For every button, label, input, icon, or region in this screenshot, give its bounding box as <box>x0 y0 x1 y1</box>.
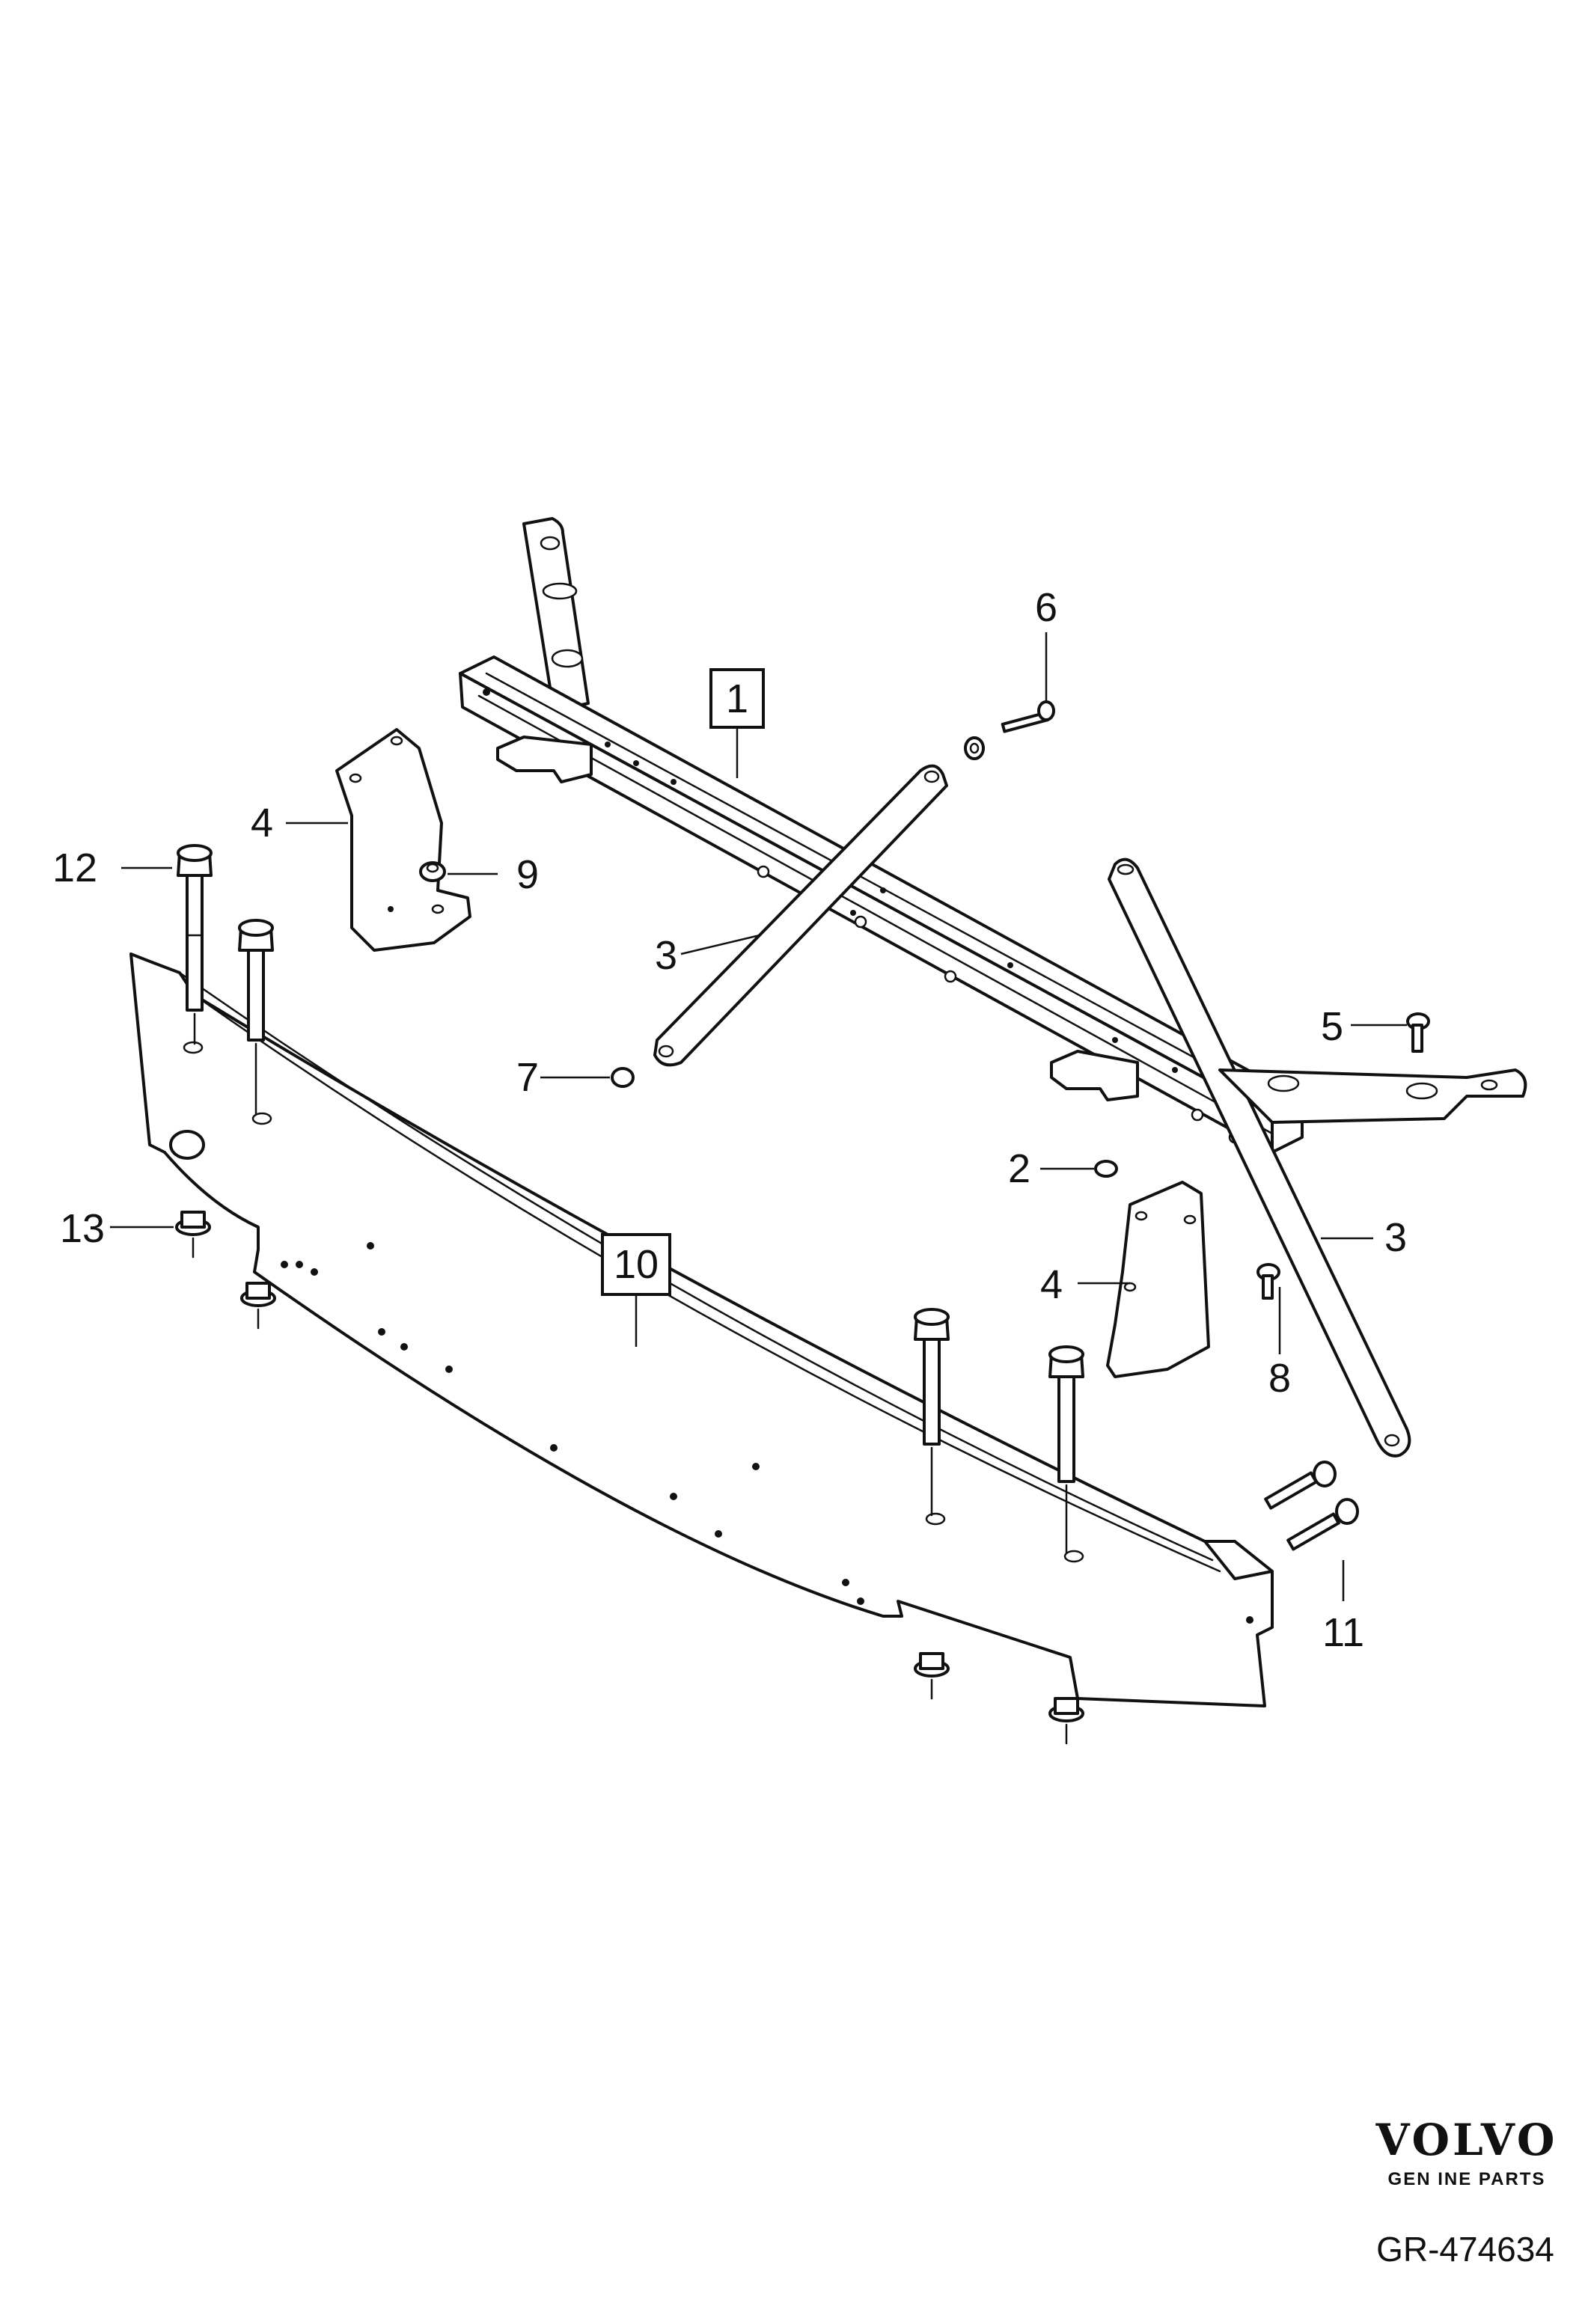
bumper-beam <box>129 952 1274 1707</box>
callout-1: 1 <box>709 668 765 729</box>
flange-nut-4 <box>1048 1697 1084 1745</box>
long-bolt-1 <box>177 844 213 1045</box>
diagram-reference-number: GR-474634 <box>1376 2230 1554 2269</box>
callout-10: 10 <box>601 1233 671 1296</box>
long-bolt-4 <box>1048 1345 1084 1554</box>
bolt-11-lower <box>1286 1498 1359 1551</box>
callout-7: 7 <box>516 1055 539 1100</box>
callout-13: 13 <box>60 1206 105 1251</box>
callout-11: 11 <box>1322 1610 1364 1655</box>
screw-2 <box>1094 1160 1118 1178</box>
bolt-6 <box>1001 700 1055 733</box>
nut-9 <box>419 861 446 882</box>
flange-nut-3 <box>914 1652 950 1700</box>
brace-rod-left <box>653 764 948 1067</box>
callout-8: 8 <box>1268 1356 1291 1401</box>
volvo-logo: VOLVO <box>1375 2114 1558 2165</box>
brace-rod-right <box>1108 857 1411 1458</box>
callout-9: 9 <box>516 852 539 897</box>
washer-6 <box>964 736 985 760</box>
callout-4a: 4 <box>251 801 273 845</box>
callout-label: 1 <box>726 676 748 721</box>
flange-nut-1 <box>175 1211 211 1259</box>
callout-3a: 3 <box>655 933 677 978</box>
callout-4b: 4 <box>1040 1262 1063 1307</box>
callout-5: 5 <box>1321 1004 1343 1049</box>
bolt-8 <box>1256 1263 1280 1300</box>
leader-lines <box>110 632 1407 1601</box>
flange-nut-2 <box>240 1282 276 1330</box>
genuine-parts-tagline: GEN INE PARTS <box>1388 2169 1546 2189</box>
screw-5 <box>1406 1012 1430 1053</box>
bracket-left <box>335 728 471 952</box>
callout-6: 6 <box>1035 585 1057 630</box>
bolt-11-upper <box>1264 1461 1337 1510</box>
side-mount-plate <box>1218 1068 1527 1124</box>
callout-2: 2 <box>1008 1146 1030 1191</box>
callout-3b: 3 <box>1384 1215 1407 1260</box>
callout-12: 12 <box>52 845 97 890</box>
long-bolt-2 <box>238 919 274 1116</box>
callout-label: 10 <box>614 1242 659 1287</box>
long-bolt-3 <box>914 1308 950 1517</box>
nut-7 <box>611 1067 635 1088</box>
bracket-right <box>1106 1181 1210 1378</box>
